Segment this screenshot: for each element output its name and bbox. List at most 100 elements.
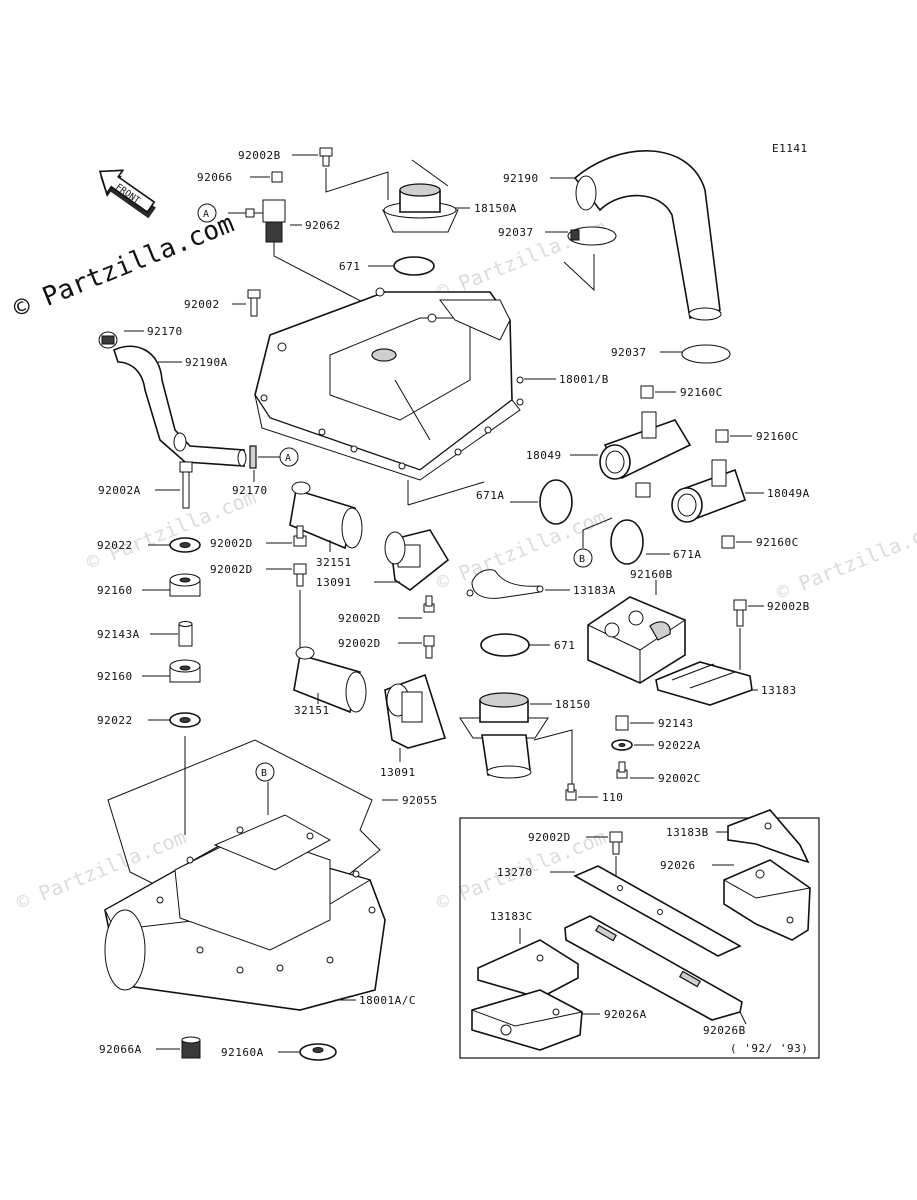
part-92002C-bolt xyxy=(616,761,628,779)
label-92190A: 92190A xyxy=(185,356,228,369)
label-92062: 92062 xyxy=(305,219,341,232)
label-92022-1: 92022 xyxy=(97,539,133,552)
part-92026-pad xyxy=(723,859,811,941)
ref-tag-a-mid xyxy=(279,447,299,467)
part-92002D-bolt xyxy=(293,563,307,587)
part-13183-bracket xyxy=(655,661,753,706)
label-671A-right: 671A xyxy=(673,548,702,561)
part-92002D-bolt xyxy=(423,595,435,613)
label-92037-top: 92037 xyxy=(498,226,534,239)
label-92002A: 92002A xyxy=(98,484,141,497)
part-13183B-plate xyxy=(727,809,810,864)
label-32151-1: 32151 xyxy=(316,556,352,569)
part-92026A-pad xyxy=(471,989,583,1051)
ref-tag-b-text: B xyxy=(579,554,585,565)
part-671A-oring xyxy=(539,479,573,525)
label-32151-2: 32151 xyxy=(294,704,330,717)
label-92170-top: 92170 xyxy=(147,325,183,338)
part-13183A-strap xyxy=(466,569,544,599)
part-92026B-pad xyxy=(564,915,743,1021)
label-13091-2: 13091 xyxy=(380,766,416,779)
diagram-code: E1141 xyxy=(772,142,808,155)
part-92160C-cap xyxy=(715,429,729,443)
part-92170-clamp xyxy=(98,331,118,349)
part-92002D-bolt xyxy=(423,635,435,659)
part-671-oring xyxy=(480,633,530,657)
part-92037-clamp-mid xyxy=(681,344,731,364)
ref-tag-a-text: A xyxy=(285,453,291,464)
part-92002A-bolt xyxy=(179,461,193,509)
label-13183A: 13183A xyxy=(573,584,616,597)
part-18001B-airbox-upper xyxy=(254,287,524,481)
note-years: ( '92/ '93) xyxy=(730,1042,808,1055)
part-671A-oring xyxy=(610,519,644,565)
part-92066-cap xyxy=(271,171,283,183)
ref-tag-b-text: B xyxy=(261,768,267,779)
label-92170-bot: 92170 xyxy=(232,484,268,497)
part-13091-bracket xyxy=(384,673,447,749)
label-92037-mid: 92037 xyxy=(611,346,647,359)
label-18150: 18150 xyxy=(555,698,591,711)
label-13183C: 13183C xyxy=(490,910,533,923)
label-18001AC: 18001A/C xyxy=(359,994,416,1007)
label-92002B-right: 92002B xyxy=(767,600,810,613)
part-92002-bolt xyxy=(247,289,261,317)
label-92160C-3: 92160C xyxy=(756,536,799,549)
part-92066A-plug xyxy=(181,1036,201,1059)
label-92002D-2: 92002D xyxy=(210,563,253,576)
label-13270: 13270 xyxy=(497,866,533,879)
label-92143: 92143 xyxy=(658,717,694,730)
part-92002B-bolt xyxy=(733,599,747,627)
label-92022A: 92022A xyxy=(658,739,701,752)
label-92002D-1: 92002D xyxy=(210,537,253,550)
label-92026: 92026 xyxy=(660,859,696,872)
watermark-faint: © Partzilla.com xyxy=(83,485,259,575)
label-92026B: 92026B xyxy=(703,1024,746,1037)
part-18049-duct xyxy=(599,411,692,498)
part-32151-canister xyxy=(289,481,363,550)
label-18150A: 18150A xyxy=(474,202,517,215)
label-671A-left: 671A xyxy=(476,489,505,502)
label-92160C-1: 92160C xyxy=(680,386,723,399)
part-92190-hose xyxy=(573,150,722,321)
part-32151-canister xyxy=(293,646,367,714)
label-18049: 18049 xyxy=(526,449,562,462)
label-92026A: 92026A xyxy=(604,1008,647,1021)
part-92037-clamp xyxy=(567,226,617,246)
part-18150-intake xyxy=(459,692,549,779)
label-92055: 92055 xyxy=(402,794,438,807)
label-671-top: 671 xyxy=(339,260,360,273)
label-92160A: 92160A xyxy=(221,1046,264,1059)
part-13270-plate xyxy=(573,865,742,957)
label-671-bot: 671 xyxy=(554,639,575,652)
watermark-faint: © Partzilla.com xyxy=(773,515,917,605)
part-92160A-grommet xyxy=(299,1043,337,1061)
label-92002D-3: 92002D xyxy=(338,612,381,625)
part-92160C-cap xyxy=(640,385,654,399)
part-92160-grommet xyxy=(169,659,201,683)
label-92160-1: 92160 xyxy=(97,584,133,597)
label-92160C-2: 92160C xyxy=(756,430,799,443)
label-92143A: 92143A xyxy=(97,628,140,641)
part-13183C-plate xyxy=(477,939,579,999)
part-18150A-intake xyxy=(382,183,459,233)
label-92066A: 92066A xyxy=(99,1043,142,1056)
part-92002B-bolt xyxy=(319,147,333,167)
label-92160-2: 92160 xyxy=(97,670,133,683)
part-18001AC-airbox-lower xyxy=(104,814,386,1011)
label-92190: 92190 xyxy=(503,172,539,185)
label-92066: 92066 xyxy=(197,171,233,184)
ref-tag-b-mid xyxy=(573,548,593,568)
label-92002B: 92002B xyxy=(238,149,281,162)
label-18049A: 18049A xyxy=(767,487,810,500)
label-13091-1: 13091 xyxy=(316,576,352,589)
part-92160-grommet xyxy=(169,573,201,597)
ref-tag-a-top xyxy=(197,203,217,223)
part-92160C-cap xyxy=(721,535,735,549)
label-92002C: 92002C xyxy=(658,772,701,785)
part-92160B-block xyxy=(587,596,686,684)
inset-box xyxy=(459,817,820,1059)
label-92002D-5: 92002D xyxy=(528,831,571,844)
part-92143A-collar xyxy=(178,623,193,647)
